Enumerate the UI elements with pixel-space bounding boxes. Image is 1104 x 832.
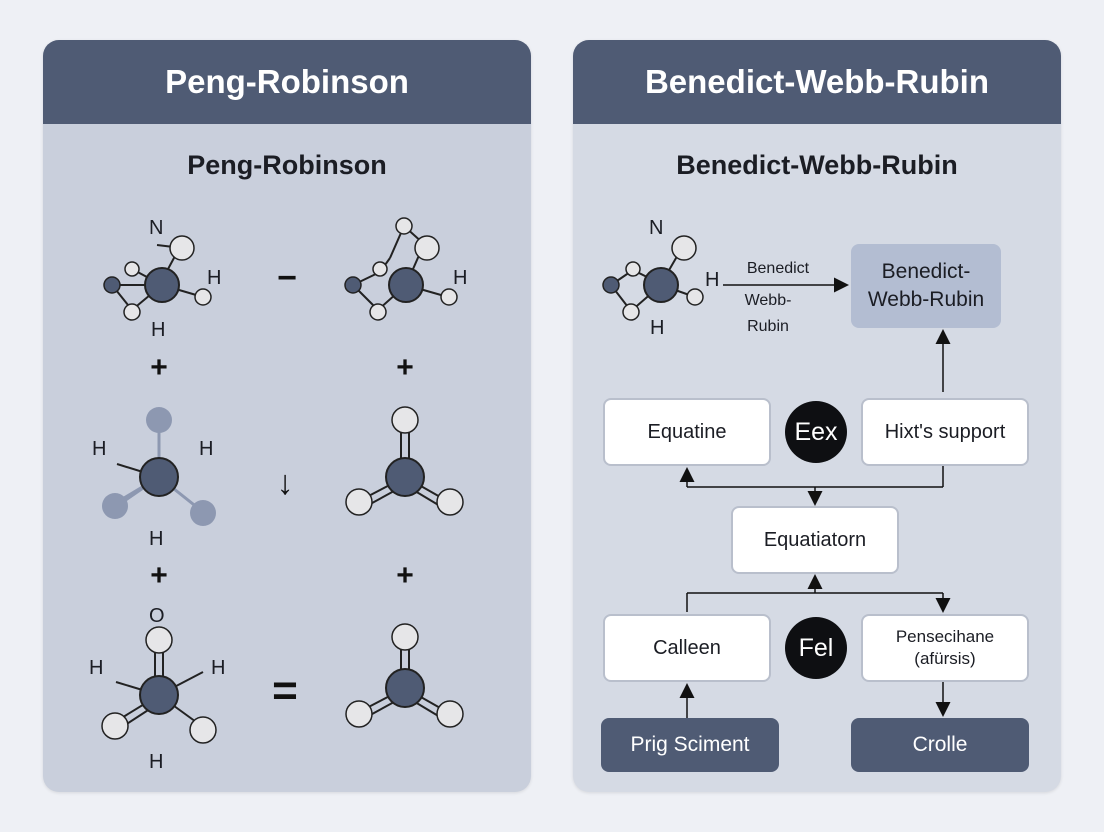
pensecihane-line: (afürsis) [914, 649, 976, 668]
carbon-atom [144, 267, 180, 303]
prig-sciment-box[interactable]: Prig Sciment [601, 718, 779, 772]
peng-robinson-panel: Peng-Robinson Peng-Robinson N H [43, 40, 531, 792]
molecule-6 [345, 623, 464, 728]
plus-operator: + [396, 351, 414, 384]
carbon-atom [643, 267, 679, 303]
atom-label: H [149, 751, 163, 773]
hydrogen-atom [369, 303, 387, 321]
panel-subtitle: Peng-Robinson [187, 150, 387, 180]
panel-header: Peng-Robinson [43, 40, 531, 124]
arrow-label-line: Webb- [744, 292, 792, 309]
atom-label: H [92, 438, 106, 460]
carbon-atom [139, 457, 179, 497]
hydrogen-atom [440, 288, 458, 306]
atom-label: H [207, 267, 221, 289]
hydrogen-atom [123, 303, 141, 321]
arrow-label-bottom: Webb- Rubin [733, 288, 803, 340]
atom-label: H [705, 269, 719, 291]
peng-robinson-molecules: N H H − [89, 217, 467, 773]
hydrogen-atom [436, 700, 464, 728]
panel-header: Benedict-Webb-Rubin [573, 40, 1061, 124]
hydrogen-atom [101, 712, 129, 740]
carbon-atom [388, 267, 424, 303]
plus-operator: + [396, 559, 414, 592]
hydrogen-atom [124, 261, 140, 277]
carbon-atom [385, 668, 425, 708]
molecule-4 [345, 406, 464, 516]
atom-label: O [149, 605, 165, 627]
highlight-box-line: Benedict- [881, 260, 971, 283]
atom-label: H [211, 657, 225, 679]
molecule-1: N H H [103, 217, 221, 341]
carbon-atom [344, 276, 362, 294]
hydrogen-atom [395, 217, 413, 235]
arrow-label-line: Rubin [747, 318, 789, 335]
hydrogen-atom [414, 235, 440, 261]
equatiatorn-box[interactable]: Equatiatorn [731, 506, 899, 574]
molecule-3: H H H [92, 407, 216, 550]
hydrogen-atom [189, 716, 217, 744]
molecule-2: H [344, 217, 467, 321]
molecule-5: O H H H [89, 605, 225, 773]
hixts-support-box[interactable]: Hixt's support [861, 398, 1029, 466]
pensecihane-line: Pensecihane [895, 627, 995, 646]
fel-circle[interactable]: Fel [785, 617, 847, 679]
hydrogen-atom [169, 235, 195, 261]
muted-atom [102, 493, 128, 519]
hydrogen-atom [391, 623, 419, 651]
carbon-atom [602, 276, 620, 294]
bwr-molecule: N H H [602, 217, 719, 339]
hydrogen-atom [622, 303, 640, 321]
hydrogen-atom [671, 235, 697, 261]
arrow-label-top: Benedict [746, 260, 810, 277]
hydrogen-atom [145, 626, 173, 654]
atom-label: H [149, 528, 163, 550]
eex-circle[interactable]: Eex [785, 401, 847, 463]
hydrogen-atom [345, 700, 373, 728]
carbon-atom [103, 276, 121, 294]
hydrogen-atom [625, 261, 641, 277]
hydrogen-atom [372, 261, 388, 277]
hydrogen-atom [391, 406, 419, 434]
atom-label: N [649, 217, 663, 239]
crolle-box[interactable]: Crolle [851, 718, 1029, 772]
hydrogen-atom [345, 488, 373, 516]
plus-operator: + [150, 559, 168, 592]
bwr-flow-connectors: N H H [602, 217, 951, 718]
highlight-box-line: Webb-Rubin [867, 288, 985, 311]
atom-label: H [151, 319, 165, 341]
hydrogen-atom [436, 488, 464, 516]
atom-label: H [650, 317, 664, 339]
benedict-webb-rubin-panel: Benedict-Webb-Rubin Benedict-Webb-Rubin [573, 40, 1061, 792]
panel-subtitle: Benedict-Webb-Rubin [676, 150, 958, 180]
calleen-box[interactable]: Calleen [603, 614, 771, 682]
down-arrow-operator: ↓ [277, 464, 294, 502]
carbon-atom [385, 457, 425, 497]
hydrogen-atom [194, 288, 212, 306]
pensecihane-box[interactable]: Pensecihane (afürsis) [861, 614, 1029, 682]
carbon-atom [139, 675, 179, 715]
equatine-box[interactable]: Equatine [603, 398, 771, 466]
plus-operator: + [150, 351, 168, 384]
atom-label: H [453, 267, 467, 289]
minus-operator: − [277, 259, 297, 297]
equals-operator: = [272, 666, 298, 715]
muted-atom [146, 407, 172, 433]
muted-atom [190, 500, 216, 526]
hydrogen-atom [686, 288, 704, 306]
atom-label: H [199, 438, 213, 460]
highlight-box[interactable]: Benedict- Webb-Rubin [851, 244, 1001, 328]
atom-label: N [149, 217, 163, 239]
atom-label: H [89, 657, 103, 679]
